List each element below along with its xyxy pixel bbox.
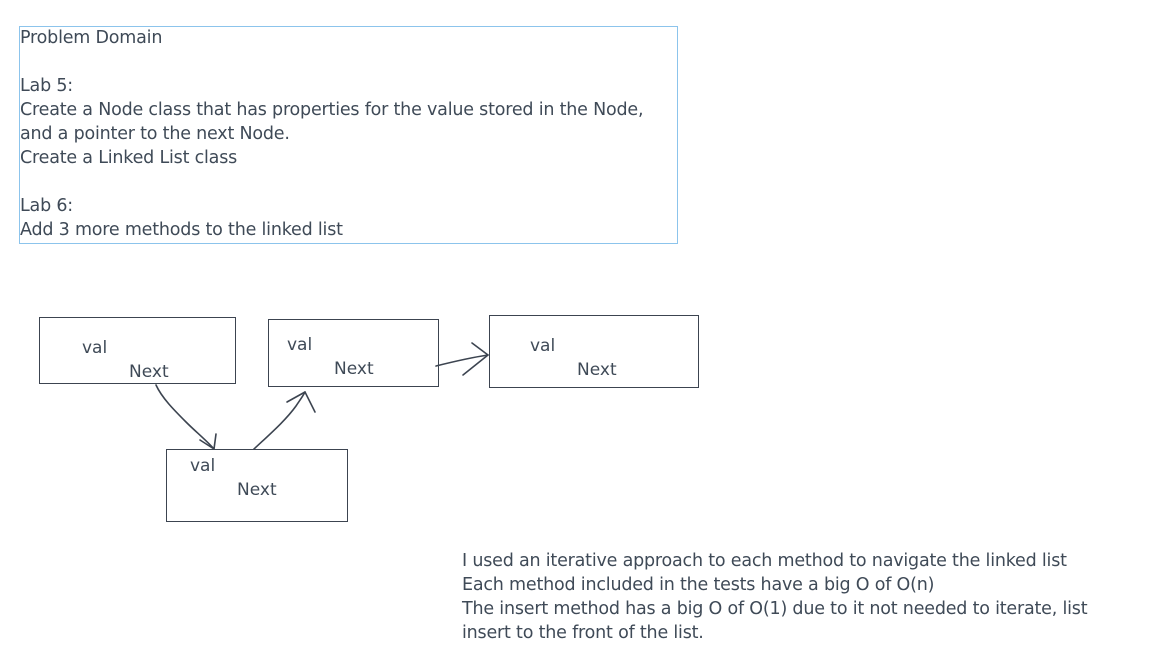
node-2 xyxy=(166,449,348,522)
notes-line-3: The insert method has a big O of O(1) du… xyxy=(462,599,1088,619)
lab5-line-2: and a pointer to the next Node. xyxy=(20,124,290,144)
problem-domain-box xyxy=(19,26,678,244)
node-3-next: Next xyxy=(334,359,374,379)
notes-line-4: insert to the front of the list. xyxy=(462,623,704,643)
lab6-heading: Lab 6: xyxy=(20,196,73,216)
node-4-next: Next xyxy=(577,360,617,380)
lab5-line-3: Create a Linked List class xyxy=(20,148,238,168)
problem-domain-title: Problem Domain xyxy=(20,28,163,48)
node-3 xyxy=(268,319,439,387)
lab6-line-1: Add 3 more methods to the linked list xyxy=(20,220,343,240)
arrow-node1-to-node2 xyxy=(155,384,215,450)
node-4-val: val xyxy=(530,336,556,356)
notes-line-2: Each method included in the tests have a… xyxy=(462,575,935,595)
lab5-heading: Lab 5: xyxy=(20,76,73,96)
node-4 xyxy=(489,315,699,388)
arrow-node2-to-node3 xyxy=(253,391,306,450)
node-2-val: val xyxy=(190,456,216,476)
node-1 xyxy=(39,317,236,384)
notes-line-1: I used an iterative approach to each met… xyxy=(462,551,1067,571)
node-3-val: val xyxy=(287,335,313,355)
arrow-node3-to-node4-head xyxy=(462,342,489,376)
node-2-next: Next xyxy=(237,480,277,500)
arrow-node2-to-node3-head xyxy=(286,391,316,413)
node-1-next: Next xyxy=(129,362,169,382)
arrow-node3-to-node4 xyxy=(435,354,489,367)
lab5-line-1: Create a Node class that has properties … xyxy=(20,100,644,120)
node-1-val: val xyxy=(82,338,108,358)
arrow-node1-to-node2-head xyxy=(199,433,217,450)
